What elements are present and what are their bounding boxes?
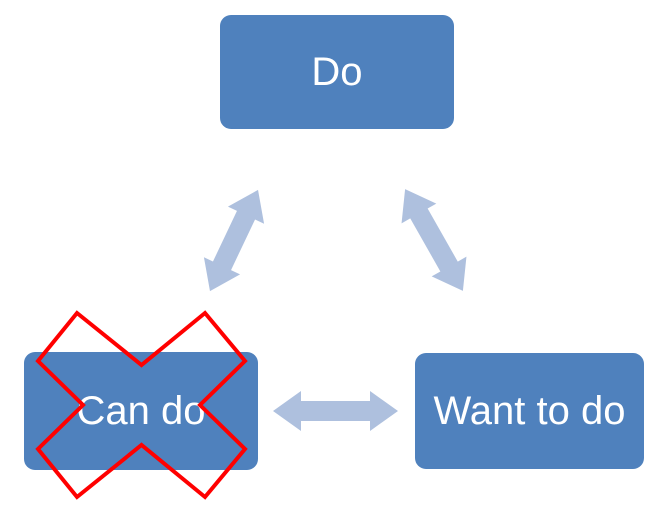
double-arrow-can-do-want-to-do-icon — [273, 391, 398, 431]
node-do: Do — [220, 15, 454, 129]
double-arrow-do-want-to-do-icon — [401, 189, 467, 291]
node-want-to-do-label: Want to do — [433, 389, 626, 433]
node-can-do: Can do — [24, 352, 258, 470]
double-arrow-do-can-do-icon — [203, 189, 265, 292]
node-want-to-do: Want to do — [415, 353, 644, 469]
node-can-do-label: Can do — [76, 389, 206, 433]
node-do-label: Do — [311, 50, 363, 94]
